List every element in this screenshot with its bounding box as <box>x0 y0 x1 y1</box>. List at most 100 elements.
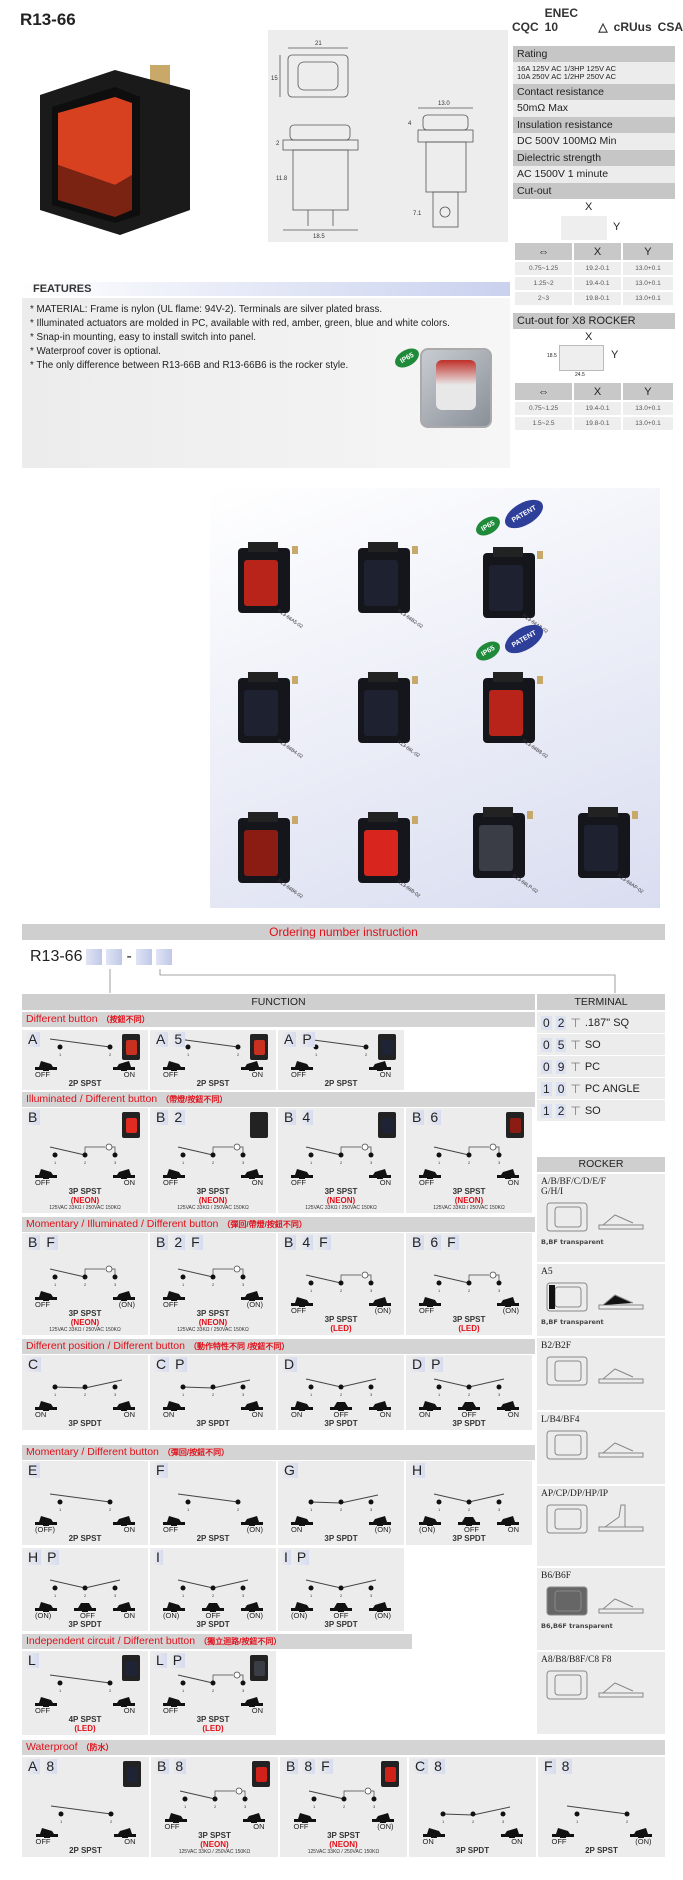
rocker-positions <box>35 1824 136 1838</box>
pin-number: 2 <box>109 1052 112 1057</box>
rocker-position-icon <box>497 1297 519 1307</box>
rocker-position-icon <box>35 1291 57 1301</box>
pin-number: 3 <box>502 1819 505 1824</box>
position-label: OFF <box>35 1300 50 1309</box>
function-group-header: Momentary / Different button（彈回/按鈕不同） <box>22 1445 535 1460</box>
rocker-position-icon <box>369 1516 391 1526</box>
rocker-position-icon <box>291 1602 313 1612</box>
rocker-position-icon <box>422 1828 445 1838</box>
position-label: OFF <box>35 1070 50 1079</box>
table-cell: 19.4-0.1 <box>574 402 621 415</box>
position-label: ON <box>379 1070 391 1079</box>
dimension-drawing: 21 15 2 11.8 18.5 13.0 4 7.1 <box>268 30 508 242</box>
rocker-positions <box>35 1598 135 1612</box>
position-label: ON <box>507 1525 519 1534</box>
code-char: A <box>281 1032 297 1047</box>
product-switch: R13-66AP-02 <box>570 803 644 895</box>
rocker-style-name: A5 <box>541 1267 553 1277</box>
position-label: ON <box>123 1611 135 1620</box>
function-slot <box>86 949 103 965</box>
position-labels: (OFF)ON <box>35 1526 135 1534</box>
position-label: (ON) <box>35 1611 52 1620</box>
position-label: (ON) <box>246 1611 263 1620</box>
cutout-x8-height: 18.5 <box>547 353 557 359</box>
rocker-positions <box>419 1293 519 1307</box>
rocker-positions <box>422 1824 523 1838</box>
spec-value: 50mΩ Max <box>513 100 675 117</box>
cutout-shape <box>561 216 607 240</box>
rocker-style: A8/B8/B8F/C8 F8 <box>537 1652 665 1734</box>
switch-type: 3P SPDT <box>68 1620 102 1629</box>
switch-type: 3P SPST <box>196 1187 230 1196</box>
switch-type: 3P SPDT <box>324 1419 358 1428</box>
rocker-position-icon <box>163 1516 185 1526</box>
function-code: H <box>409 1463 426 1478</box>
switch-type: 3P SPST <box>68 1187 102 1196</box>
function-code: D <box>281 1357 298 1372</box>
cert-logo: ENEC 10 <box>544 6 579 34</box>
function-code: F <box>153 1463 168 1478</box>
lamp-rating: 125VAC 33KΩ / 250VAC 150KΩ <box>433 1205 505 1211</box>
rocker-position-icon <box>497 1516 519 1526</box>
pin-number: 2 <box>214 1804 217 1809</box>
product-switch: R13-66B-02 <box>350 808 421 899</box>
rocker-position-icon <box>369 1401 391 1411</box>
rocker-positions <box>291 1598 391 1612</box>
code-char: B <box>409 1235 425 1250</box>
switch-type: 3P SPDT <box>452 1534 486 1543</box>
function-group-header: Different position / Different button（動作… <box>22 1339 535 1354</box>
code-char: F <box>153 1463 168 1478</box>
code-char: F <box>318 1759 333 1774</box>
spec-label: Rating <box>513 46 675 62</box>
pin-number: 2 <box>109 1688 112 1693</box>
position-label: OFF <box>464 1525 479 1534</box>
position-label: OFF <box>163 1070 178 1079</box>
switch-type: 3P SPST <box>327 1831 360 1840</box>
lamp-type: (NEON) <box>329 1840 358 1849</box>
table-cell: 1.5~2.5 <box>515 417 573 430</box>
code-char: L <box>153 1653 167 1668</box>
lamp-type: (NEON) <box>326 1196 356 1205</box>
rocker-position-icon <box>113 1602 135 1612</box>
rocker-positions <box>291 1165 391 1179</box>
